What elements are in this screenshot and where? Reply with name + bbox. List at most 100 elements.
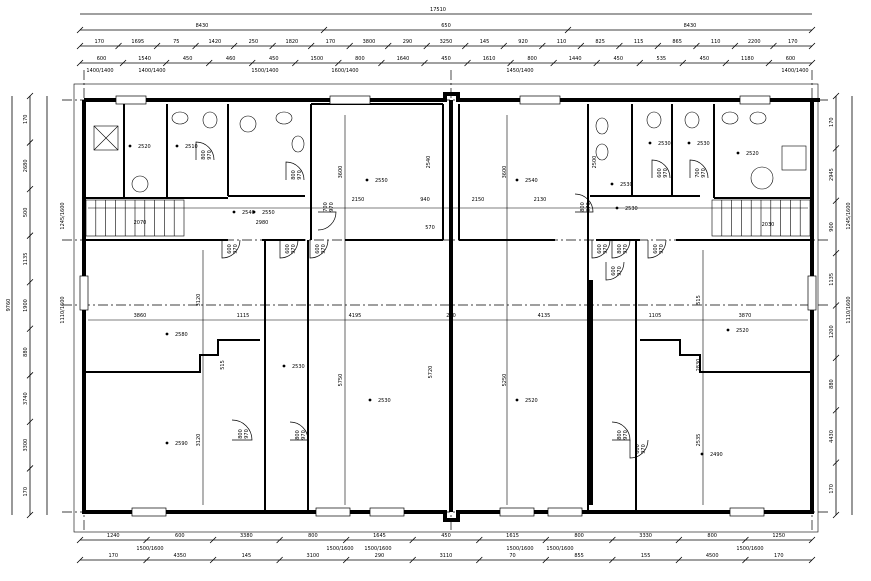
door-height-label: 970 [233, 244, 239, 254]
bottom-row2-label: 4500 [706, 553, 719, 559]
hall-dim-label: 2150 [472, 197, 485, 203]
right-col-label: 1135 [829, 273, 835, 286]
room-large-left: 2530 [368, 398, 391, 404]
left-col-label: 2680 [23, 159, 29, 172]
room-area-label: 2490 [710, 452, 723, 458]
room-area-label: 2520 [138, 144, 151, 150]
bottom-row2-label: 170 [108, 553, 118, 559]
height-dim-label: 515 [696, 295, 702, 305]
shower-left-icon [93, 125, 119, 151]
door-width-label: 700 [695, 168, 701, 178]
top-row1-label: 650 [441, 23, 451, 29]
bottom-row2-label: 4350 [173, 553, 186, 559]
right-col-label: 170 [829, 484, 835, 494]
room-wc-right-a: 2530 [687, 141, 710, 147]
top-row1-label: 8430 [684, 23, 697, 29]
top-row3-sub-label: 1400/1400 [781, 68, 808, 74]
room-area-label: 2510 [185, 144, 198, 150]
door-height-label: 970 [301, 430, 307, 440]
door-height-label: 970 [663, 168, 669, 178]
inner-dim-label: 4135 [538, 313, 551, 319]
room-bath-left: 2520 [128, 144, 151, 150]
room-room-right-top: 2520 [736, 151, 759, 157]
dim-total: 17510 [430, 7, 446, 13]
door-height-label: 970 [623, 244, 629, 254]
hall-dim-label: 2980 [256, 220, 269, 226]
inner-dim-label: 290 [446, 313, 456, 319]
bottom-row1-label: 1240 [107, 533, 120, 539]
door-height-label: 970 [586, 202, 592, 212]
top-row3-label: 450 [183, 56, 193, 62]
stair-dim-label: 2070 [134, 220, 147, 226]
bottom-row1-label: 1615 [506, 533, 519, 539]
top-row3-label: 450 [269, 56, 279, 62]
round-tub-right-icon [750, 166, 774, 190]
top-row2-label: 2200 [748, 39, 761, 45]
door-width-label: 600 [657, 168, 663, 178]
door-height-label: 970 [207, 150, 213, 160]
right-col-label: 880 [829, 379, 835, 389]
side-dimensions: 9760 17026805001135190088037403300170124… [6, 92, 853, 519]
left-col-label: 880 [23, 347, 29, 357]
height-dim-label: 2535 [696, 434, 702, 447]
top-row2-label: 170 [94, 39, 104, 45]
top-row3-label: 1610 [483, 56, 496, 62]
bottom-row1-label: 800 [308, 533, 318, 539]
stair-dim-label: 2030 [762, 222, 775, 228]
room-wc-left: 2510 [175, 144, 198, 150]
inner-dim-label: 1105 [649, 313, 662, 319]
bottom-row2-label: 855 [574, 553, 584, 559]
bottom-row1-sub-label: 1500/1600 [506, 546, 533, 552]
door-height-label: 970 [329, 202, 335, 212]
door-width-label: 600 [635, 444, 641, 454]
top-row2-label: 1820 [286, 39, 299, 45]
door-width-label: 700 [323, 202, 329, 212]
top-row2-label: 170 [788, 39, 798, 45]
right-col-sub-label: 1110/1600 [846, 296, 852, 323]
top-row3-label: 1180 [741, 56, 754, 62]
room-area-label: 2530 [292, 364, 305, 370]
bottom-row1-sub-label: 1500/1600 [736, 546, 763, 552]
door-width-label: 600 [315, 244, 321, 254]
door-width-label: 800 [238, 429, 244, 439]
outer-boundary [73, 83, 819, 533]
inner-dim-label: 4195 [349, 313, 362, 319]
top-row2-label: 110 [557, 39, 567, 45]
bottom-row1-label: 800 [707, 533, 717, 539]
bottom-row1-label: 3380 [240, 533, 253, 539]
left-col-label: 170 [23, 115, 29, 125]
washbasin-right-icon [595, 143, 609, 161]
door-height-label: 970 [617, 266, 623, 276]
top-row3-label: 450 [613, 56, 623, 62]
top-row3-label: 800 [527, 56, 537, 62]
door-height-label: 970 [623, 430, 629, 440]
bottom-row1-label: 1645 [373, 533, 386, 539]
height-dim-label: 2830 [696, 359, 702, 372]
door-width-label: 600 [653, 244, 659, 254]
toilet-left-2-icon [202, 111, 218, 129]
room-area-label: 2530 [697, 141, 710, 147]
top-row3-label: 460 [226, 56, 236, 62]
hall-dim-label: 570 [425, 225, 435, 231]
shower-right-icon [781, 145, 807, 171]
top-row3-label: 450 [700, 56, 710, 62]
door-width-label: 600 [611, 266, 617, 276]
bottom-row1-sub-label: 1500/1600 [326, 546, 353, 552]
left-col-label: 3300 [23, 439, 29, 452]
left-col-sub-label: 1110/1600 [60, 296, 66, 323]
top-row3-label: 1540 [138, 56, 151, 62]
top-row3-label: 1640 [397, 56, 410, 62]
bottom-row2-label: 70 [509, 553, 515, 559]
left-col-label: 3740 [23, 392, 29, 405]
hall-dim-label: 2150 [352, 197, 365, 203]
right-col-label: 2945 [829, 168, 835, 181]
